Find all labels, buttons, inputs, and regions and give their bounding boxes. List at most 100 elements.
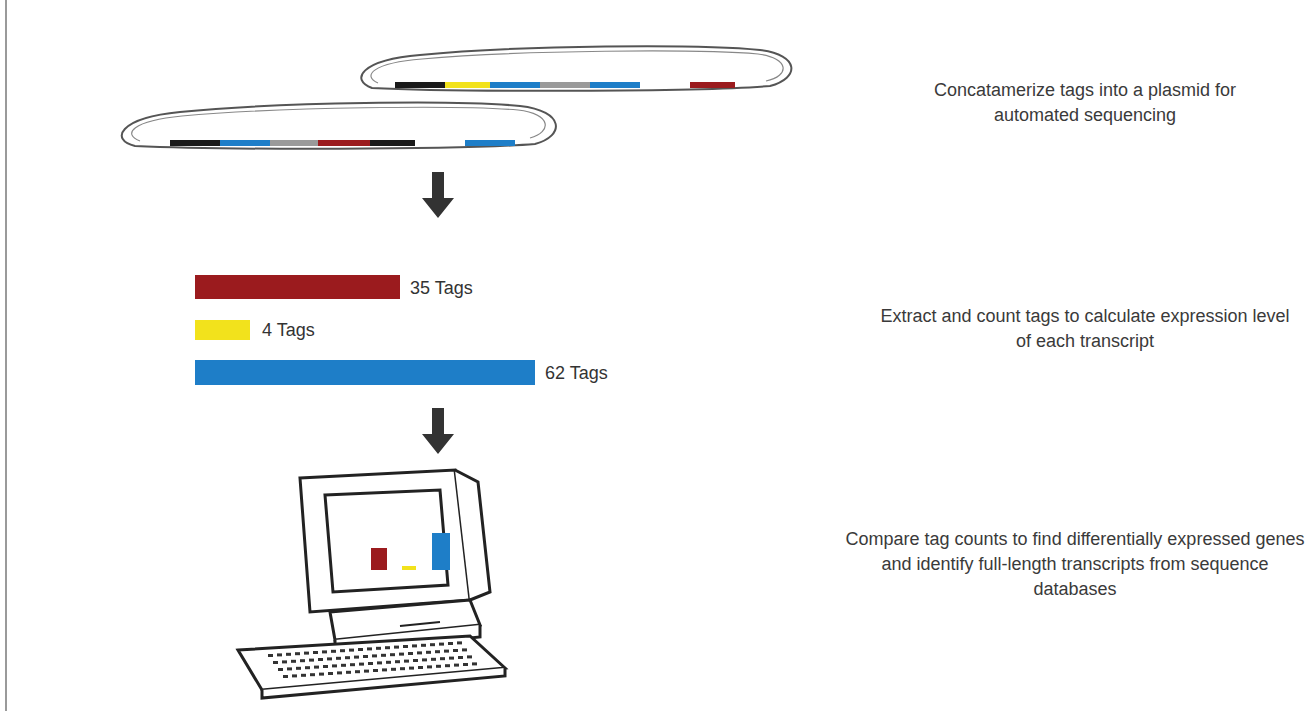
key — [282, 660, 287, 663]
key — [309, 659, 314, 662]
key — [439, 643, 444, 646]
key — [426, 651, 431, 654]
key — [462, 648, 467, 651]
key — [381, 654, 386, 657]
key — [337, 671, 342, 674]
key — [373, 669, 378, 672]
tag-count: 4 Tags — [262, 318, 315, 343]
key — [332, 664, 337, 667]
key — [377, 661, 382, 664]
key — [391, 668, 396, 671]
step-caption: Extract and count tags to calculate expr… — [880, 304, 1290, 354]
key — [277, 653, 282, 656]
key — [385, 646, 390, 649]
tag-bar — [195, 360, 535, 385]
key — [444, 650, 449, 653]
tag-count: 62 Tags — [545, 361, 608, 386]
key — [463, 663, 468, 666]
key — [300, 659, 305, 662]
key — [346, 671, 351, 674]
key — [314, 666, 319, 669]
key — [421, 644, 426, 647]
screen-bar — [402, 566, 416, 570]
step-caption: Compare tag counts to find differentiall… — [845, 527, 1305, 602]
step-caption: Concatamerize tags into a plasmid for au… — [930, 78, 1240, 128]
tag-bar — [195, 320, 250, 340]
key — [295, 652, 300, 655]
border-line — [5, 0, 7, 711]
key — [355, 670, 360, 673]
key — [386, 661, 391, 664]
key — [427, 665, 432, 668]
key — [449, 657, 454, 660]
key — [336, 657, 341, 660]
key — [304, 652, 309, 655]
key — [367, 647, 372, 650]
key — [399, 653, 404, 656]
key — [319, 673, 324, 676]
key — [453, 649, 458, 652]
key — [445, 664, 450, 667]
key — [413, 659, 418, 662]
key — [458, 656, 463, 659]
key — [364, 670, 369, 673]
key — [301, 674, 306, 677]
tag-count: 35 Tags — [410, 276, 473, 301]
key — [412, 644, 417, 647]
key — [354, 656, 359, 659]
key — [327, 657, 332, 660]
drive-slot — [400, 622, 440, 626]
key — [322, 650, 327, 653]
key — [359, 663, 364, 666]
key — [436, 665, 441, 668]
key — [331, 650, 336, 653]
key — [363, 655, 368, 658]
key — [323, 665, 328, 668]
down-arrow — [422, 408, 454, 454]
key — [472, 662, 477, 665]
key — [400, 667, 405, 670]
key — [467, 655, 472, 658]
screen-bar — [371, 548, 387, 570]
key — [435, 650, 440, 653]
key — [341, 664, 346, 667]
computer-icon — [238, 470, 505, 698]
key — [296, 667, 301, 670]
key — [403, 645, 408, 648]
key — [409, 667, 414, 670]
plasmid — [122, 103, 556, 149]
key — [313, 651, 318, 654]
key — [390, 653, 395, 656]
key — [422, 658, 427, 661]
key — [340, 649, 345, 652]
key — [440, 657, 445, 660]
key — [310, 673, 315, 676]
key — [372, 654, 377, 657]
key — [417, 651, 422, 654]
key — [278, 668, 283, 671]
keyboard-keys — [268, 641, 477, 678]
key — [349, 649, 354, 652]
key — [305, 666, 310, 669]
key — [292, 674, 297, 677]
key — [382, 668, 387, 671]
key — [268, 654, 273, 657]
key — [273, 661, 278, 664]
key — [318, 658, 323, 661]
key — [395, 660, 400, 663]
screen-bar — [432, 533, 450, 570]
down-arrow — [422, 172, 454, 218]
key — [408, 652, 413, 655]
key — [376, 647, 381, 650]
key — [368, 662, 373, 665]
key — [358, 648, 363, 651]
key — [345, 656, 350, 659]
key — [328, 672, 333, 675]
key — [286, 653, 291, 656]
key — [404, 660, 409, 663]
key — [431, 658, 436, 661]
plasmid — [361, 46, 791, 91]
key — [430, 643, 435, 646]
key — [287, 667, 292, 670]
tag-bar — [195, 275, 400, 299]
